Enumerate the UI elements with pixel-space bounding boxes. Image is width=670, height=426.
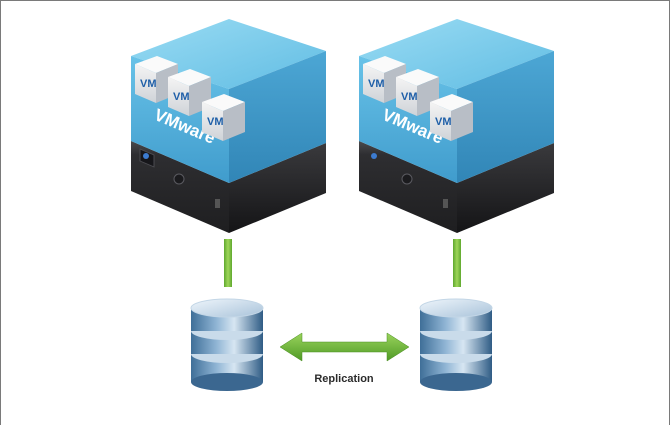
connector-line-2 xyxy=(453,239,461,287)
datastore-1 xyxy=(190,298,264,391)
server-1 xyxy=(131,141,326,233)
server-2 xyxy=(359,141,554,233)
vm-label: VM xyxy=(401,91,418,103)
vm-label: VM xyxy=(435,116,452,128)
vm-label: VM xyxy=(207,116,224,128)
vm-2-3: VM xyxy=(430,94,473,141)
host-2: VMware VM VM VM xyxy=(359,19,554,233)
connector-line-1 xyxy=(224,239,232,287)
vm-label: VM xyxy=(173,91,190,103)
vm-label: VM xyxy=(140,78,157,90)
datastore-2 xyxy=(419,298,493,391)
vm-1-3: VM xyxy=(202,94,245,141)
replication-label: Replication xyxy=(314,373,374,385)
replication-arrow xyxy=(279,332,410,362)
vm-label: VM xyxy=(368,78,385,90)
host-1: VMware VM VM VM xyxy=(131,19,326,233)
